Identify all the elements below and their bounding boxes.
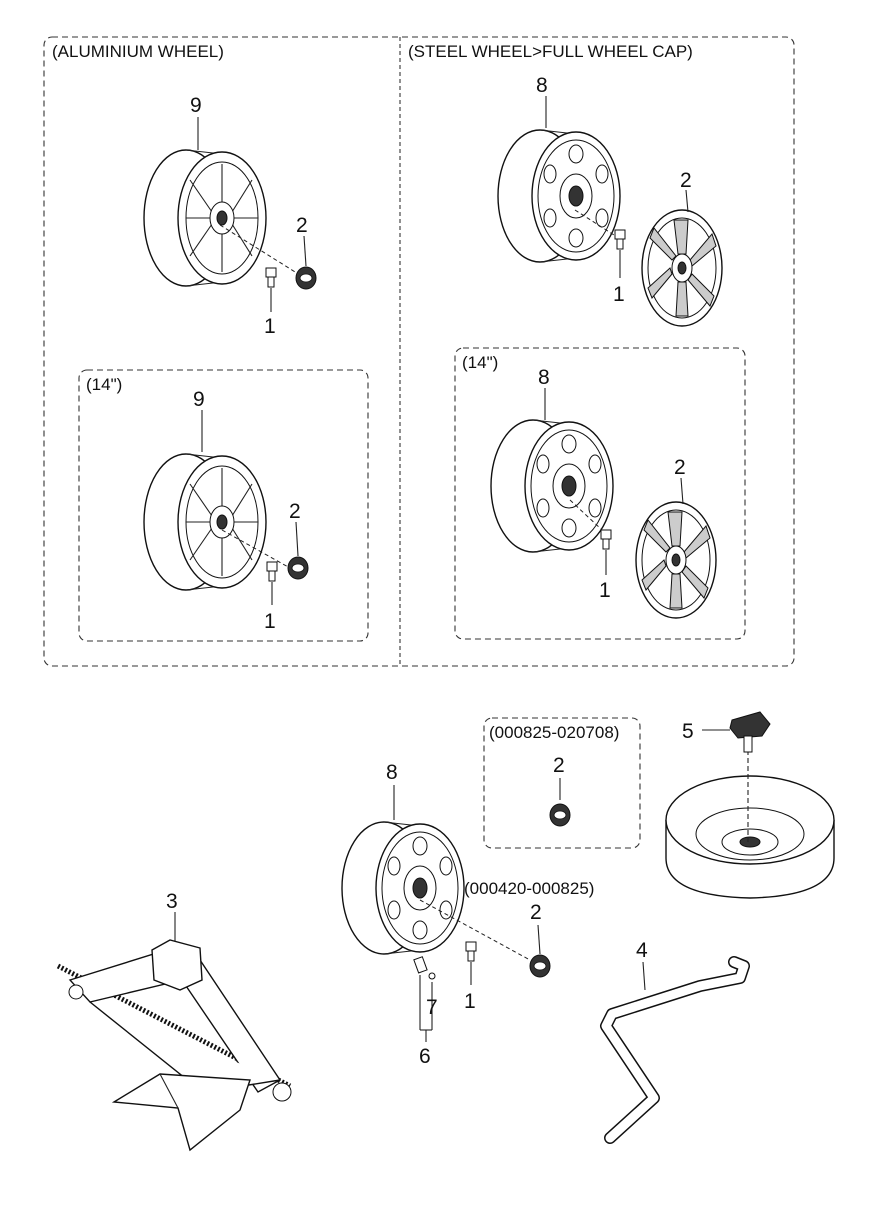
callout-5: 5 — [682, 720, 694, 743]
alu-14-caption: (14") — [86, 375, 122, 394]
callout-2: 2 — [289, 500, 301, 523]
callout-9: 9 — [190, 94, 202, 117]
steel-14-frame — [454, 347, 746, 640]
callout-2: 2 — [296, 214, 308, 237]
callout-7: 7 — [426, 996, 438, 1019]
callout-8: 8 — [536, 74, 548, 97]
callout-8: 8 — [538, 366, 550, 389]
range-b-caption: (000420-000825) — [464, 879, 594, 898]
callout-6: 6 — [419, 1045, 431, 1068]
callout-4: 4 — [636, 939, 648, 962]
wheel-wrench — [600, 956, 750, 1144]
range-a-frame — [483, 717, 641, 849]
center-cap-range-a — [549, 778, 571, 827]
aluminium-wheel-14 — [143, 410, 309, 605]
callout-1: 1 — [264, 315, 276, 338]
callout-1: 1 — [464, 990, 476, 1013]
range-a-caption: (000825-020708) — [489, 723, 619, 742]
callout-3: 3 — [166, 890, 178, 913]
steel-14-caption: (14") — [462, 353, 498, 372]
callout-2: 2 — [530, 901, 542, 924]
steel-wheel-14 — [490, 388, 717, 619]
scissor-jack — [56, 912, 292, 1152]
lower-steel-wheel — [341, 785, 551, 1042]
callout-1: 1 — [599, 579, 611, 602]
aluminium-wheel-caption: (ALUMINIUM WHEEL) — [52, 42, 224, 61]
callout-9: 9 — [193, 388, 205, 411]
spare-tire — [665, 711, 835, 899]
callout-2: 2 — [680, 169, 692, 192]
callout-1: 1 — [264, 610, 276, 633]
aluminium-wheel — [143, 117, 317, 312]
callout-2: 2 — [674, 456, 686, 479]
callout-8: 8 — [386, 761, 398, 784]
wheel-options-frame — [43, 36, 795, 667]
callout-1: 1 — [613, 283, 625, 306]
steel-wheel — [497, 96, 723, 327]
callout-2: 2 — [553, 754, 565, 777]
steel-wheel-caption: (STEEL WHEEL>FULL WHEEL CAP) — [408, 42, 693, 61]
alu-14-frame — [78, 369, 369, 642]
